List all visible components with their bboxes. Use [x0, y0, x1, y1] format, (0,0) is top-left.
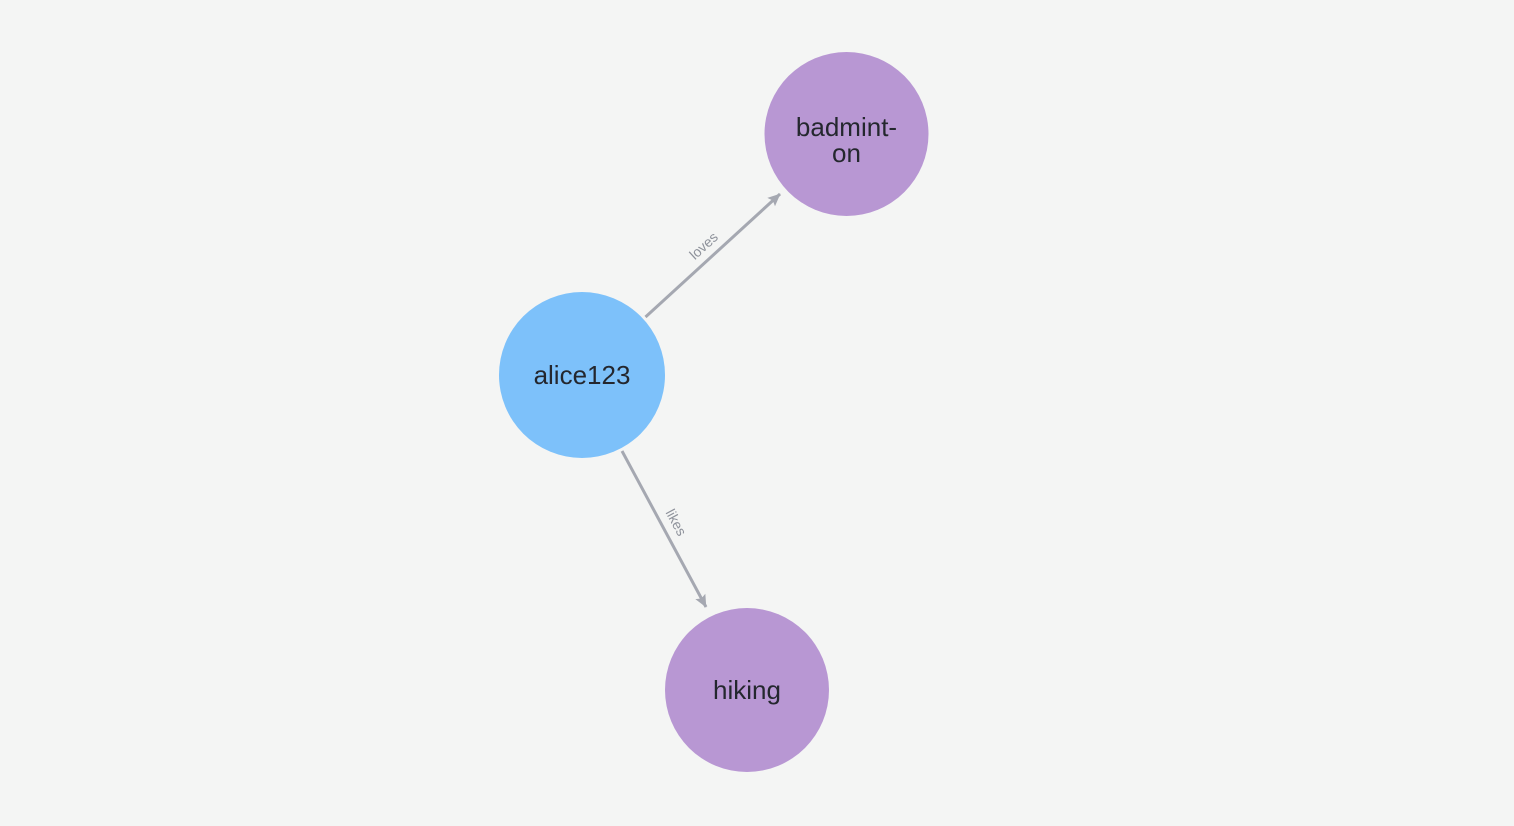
node-circle[interactable]: [764, 52, 929, 216]
node-alice123[interactable]: alice123: [499, 292, 665, 458]
edge-line[interactable]: [620, 450, 708, 608]
node-hiking[interactable]: hiking: [665, 608, 829, 772]
node-circle[interactable]: [665, 608, 829, 772]
node-badminton[interactable]: badmint- on: [764, 52, 929, 216]
edge-line[interactable]: [644, 192, 782, 319]
node-circle[interactable]: [499, 292, 665, 458]
